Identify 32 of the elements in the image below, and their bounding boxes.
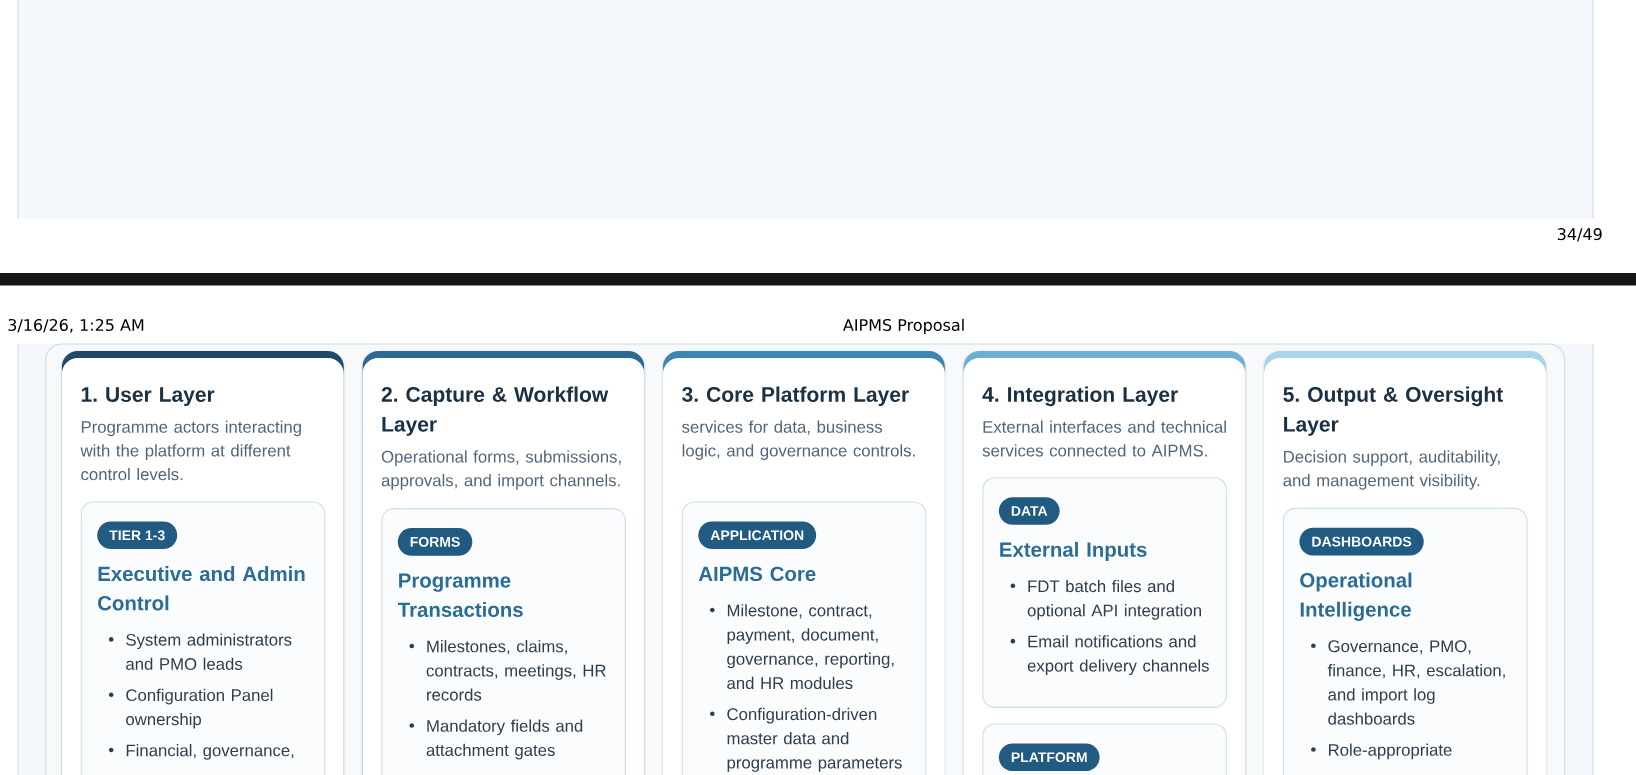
- category-badge: TIER 1-3: [97, 521, 178, 550]
- bullet-text: Milestones, claims, contracts, meetings, HR records: [426, 640, 606, 701]
- page-number: 34/49: [1557, 228, 1602, 242]
- bullet-text: Governance, PMO, finance, HR, escalation, and import log dashboards: [1327, 640, 1505, 725]
- card-heading: Programme Transactions: [398, 573, 523, 617]
- column-description: External interfaces and technical services connected to AIPMS.: [982, 420, 1226, 457]
- card-heading: External Inputs: [1000, 541, 1147, 561]
- column-heading: 1. User Layer: [81, 387, 215, 407]
- column-heading: 3. Core Platform Layer: [682, 386, 909, 407]
- category-badge: APPLICATION: [698, 521, 817, 550]
- card-heading: Executive and Admin Control: [98, 566, 305, 611]
- bullet-text: Configuration-driven master data and programme parameters: [727, 707, 902, 772]
- card-heading: AIPMS Core: [698, 566, 816, 582]
- bullet-text: Email notifications and export delivery channels: [1027, 635, 1209, 676]
- column-description: Operational forms, submissions, approvals, and import channels.: [381, 450, 621, 490]
- card-heading: Operational Intelligence: [1300, 572, 1412, 621]
- column-description: services for data, business logic, and governance controls.: [682, 420, 915, 460]
- column-heading: 5. Output & Oversight Layer: [1283, 386, 1503, 436]
- column-heading: 4. Integration Layer: [982, 386, 1178, 407]
- column-heading: 2. Capture & Workflow Layer: [381, 386, 609, 436]
- bullet-text: FDT batch files and optional API integration: [1027, 579, 1201, 620]
- column-description: Programme actors interacting with the platform at different control levels.: [80, 420, 301, 481]
- bullet-text: Configuration Panel ownership: [126, 688, 273, 729]
- bullet-text: Mandatory fields and attachment gates: [426, 719, 583, 760]
- bullet-text: Financial, governance,: [126, 744, 294, 760]
- timestamp: 3/16/26, 1:25 AM: [8, 318, 144, 333]
- bullet-text: Role-appropriate: [1329, 743, 1452, 760]
- bullet-text: System administrators and PMO leads: [126, 633, 292, 670]
- page-title: AIPMS Proposal: [843, 318, 964, 335]
- column-description: Decision support, auditability, and management visibility.: [1283, 450, 1500, 490]
- bullet-text: Milestone, contract, payment, document, governance, reporting, and HR modules: [727, 604, 894, 690]
- category-badge: PLATFORM: [998, 743, 1100, 772]
